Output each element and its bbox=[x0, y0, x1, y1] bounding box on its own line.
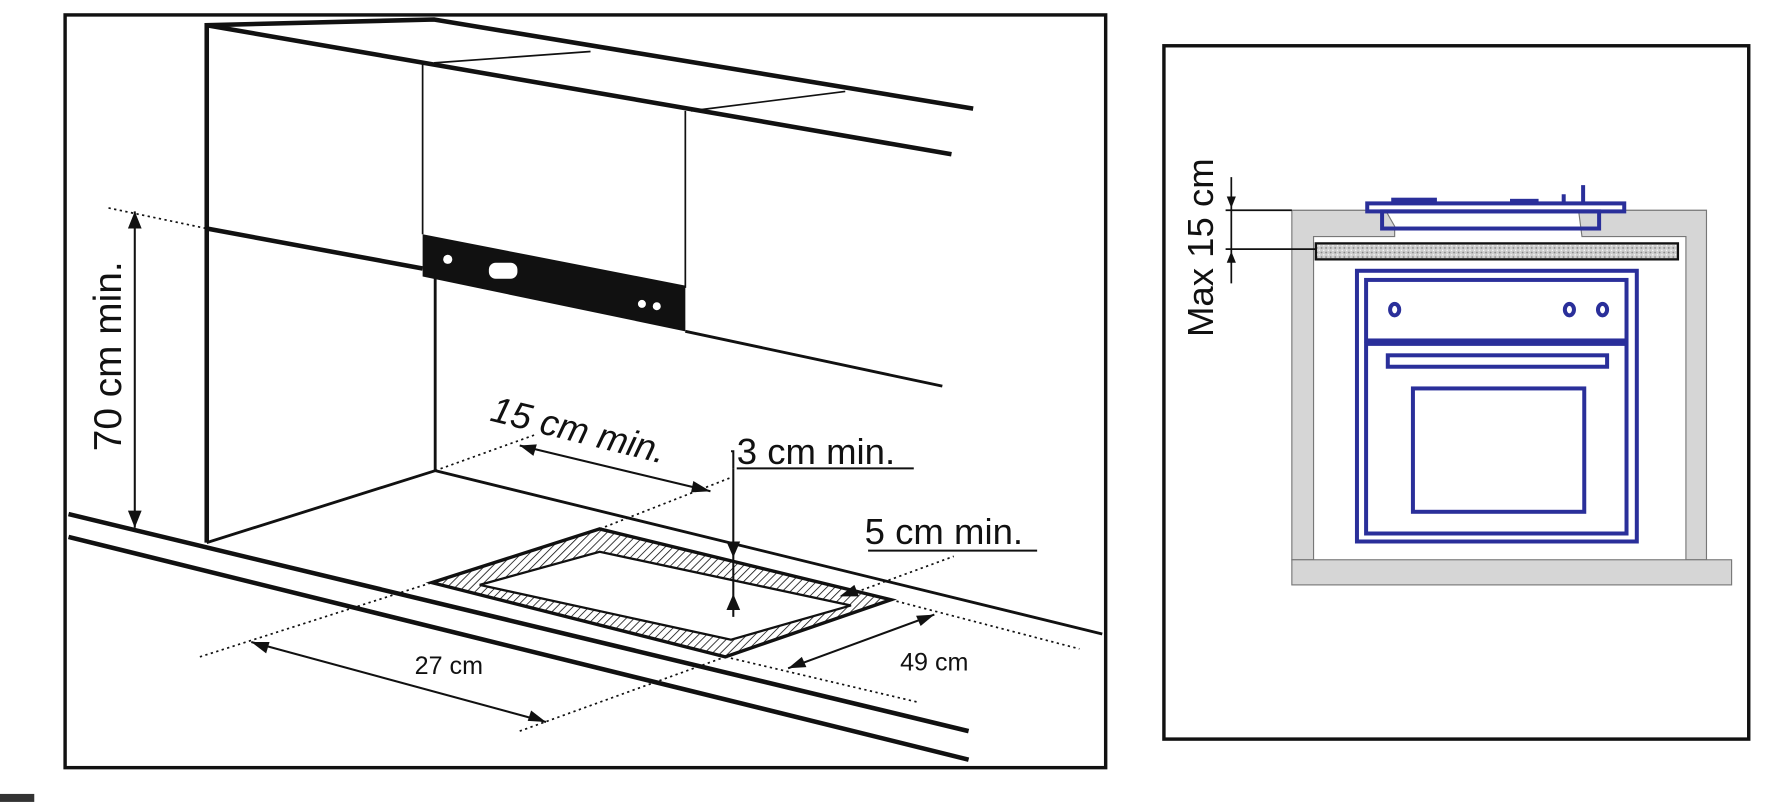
hood-panel bbox=[422, 234, 686, 332]
label-depth: 49 cm bbox=[900, 649, 968, 677]
insulation-panel bbox=[1314, 242, 1680, 261]
built-in-oven-panel: Max 15 cm bbox=[1162, 44, 1751, 741]
cabinet-walls bbox=[1291, 209, 1733, 586]
label-width: 27 cm bbox=[415, 652, 483, 680]
label-back-min: 3 cm min. bbox=[737, 431, 895, 472]
hob bbox=[1365, 185, 1627, 231]
label-height-min: 70 cm min. bbox=[87, 261, 130, 451]
label-max-gap: Max 15 cm bbox=[1180, 158, 1221, 337]
corner-mark bbox=[0, 793, 35, 802]
hob-cutout bbox=[479, 550, 852, 641]
cabinet-outline bbox=[67, 17, 1103, 762]
oven bbox=[1354, 268, 1639, 544]
kitchen-clearance-panel: 70 cm min. 15 cm min. 3 cm min. 5 cm min… bbox=[63, 13, 1108, 770]
label-front-min: 5 cm min. bbox=[865, 511, 1023, 552]
